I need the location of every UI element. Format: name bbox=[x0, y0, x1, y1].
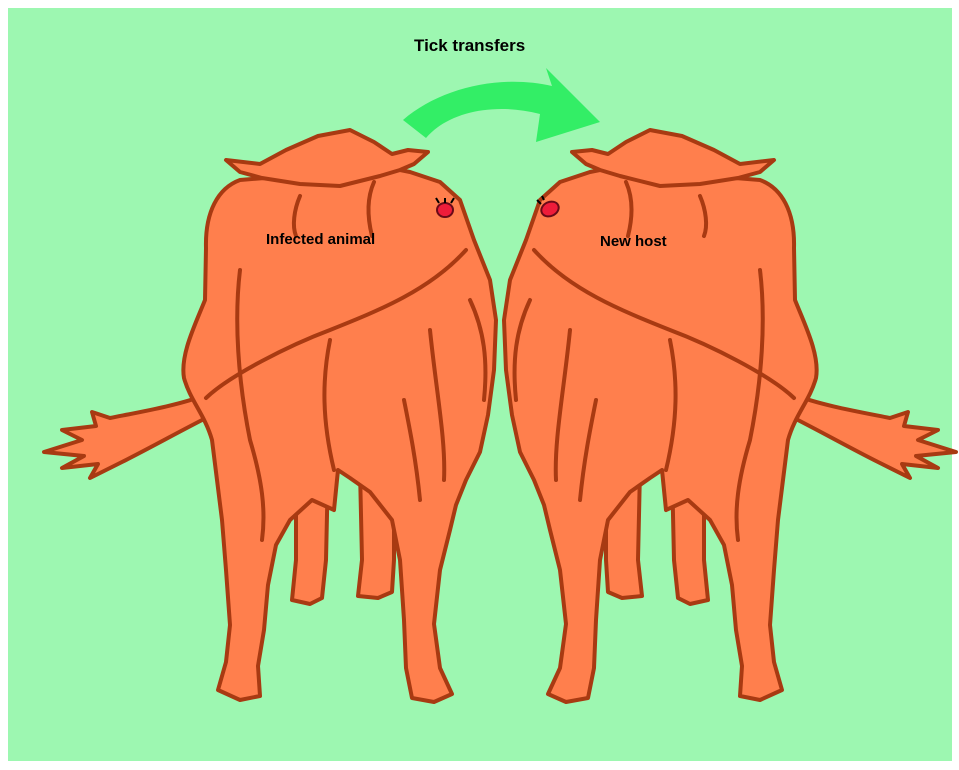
new-host-cow bbox=[504, 130, 956, 702]
new-host-label: New host bbox=[600, 233, 667, 250]
diagram-title: Tick transfers bbox=[414, 36, 525, 56]
infected-animal-label: Infected animal bbox=[266, 231, 375, 248]
infected-cow bbox=[44, 130, 496, 702]
curved-arrow-icon bbox=[403, 68, 600, 142]
tick-icon bbox=[436, 198, 454, 217]
